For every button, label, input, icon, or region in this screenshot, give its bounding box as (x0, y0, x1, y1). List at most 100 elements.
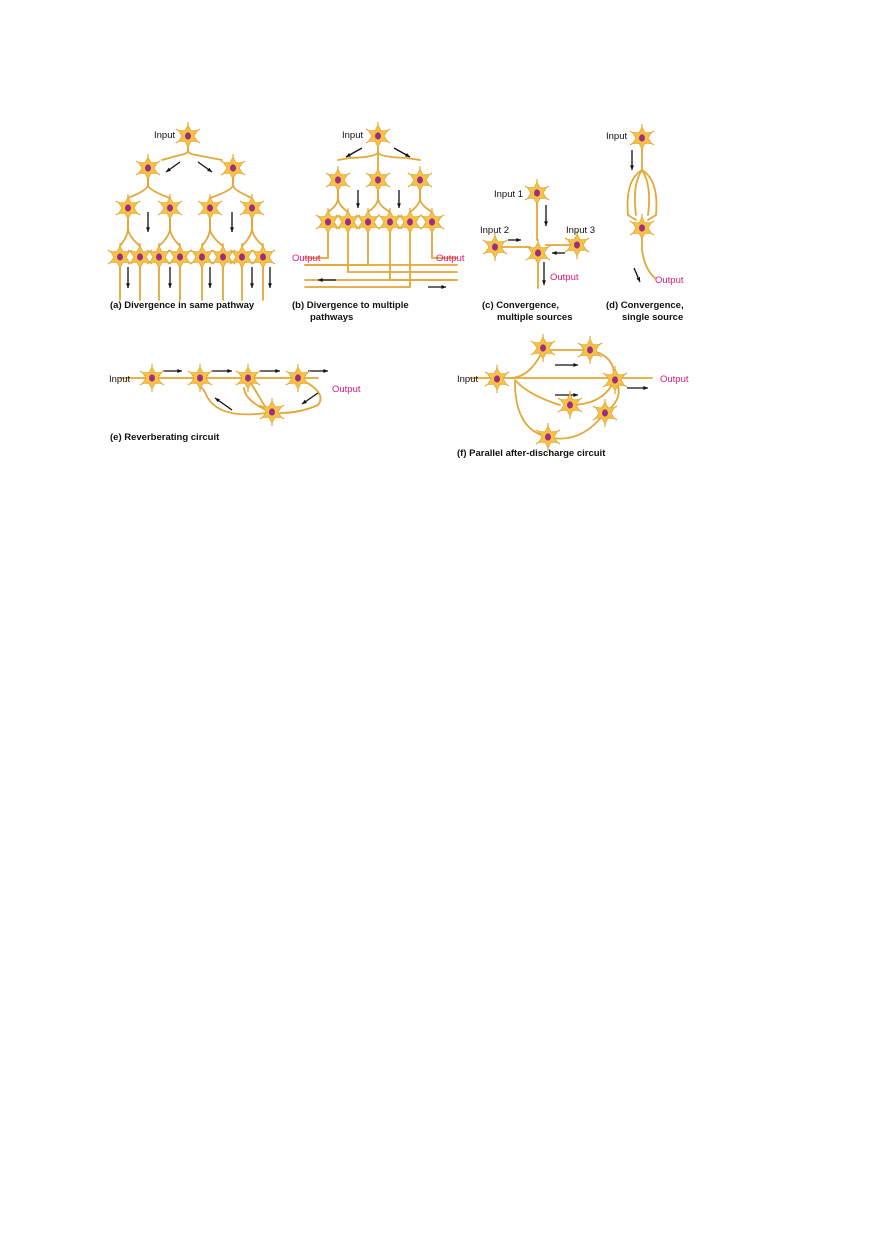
nucleus (125, 204, 131, 212)
neuron (239, 194, 265, 222)
arrow-head (168, 283, 172, 288)
arrow-head (146, 227, 150, 232)
arrow-head (215, 398, 220, 403)
panel-f-output-label: Output (660, 374, 689, 385)
panel-c-caption-line1: (c) Convergence, (482, 300, 559, 311)
arrow-head (405, 153, 410, 157)
axon (251, 207, 264, 247)
axon (347, 221, 458, 273)
neuron (407, 166, 433, 194)
nucleus (220, 253, 226, 261)
neuron (229, 243, 255, 271)
nucleus (417, 176, 423, 184)
neuron (564, 231, 590, 259)
neuron (629, 124, 655, 152)
axon (641, 169, 651, 216)
arrow-head (441, 285, 446, 289)
nucleus (260, 253, 266, 261)
neuron (629, 214, 655, 242)
arrow-head (227, 369, 232, 373)
panel-b-output-right: Output (436, 253, 465, 264)
nucleus (149, 374, 155, 382)
panel-d-input-label: Input (606, 131, 627, 142)
neuron (419, 208, 445, 236)
arrow-head (636, 277, 640, 282)
neuron (197, 194, 223, 222)
nucleus (612, 376, 618, 384)
arrow-head (208, 283, 212, 288)
nucleus (567, 401, 573, 409)
neuron (146, 243, 172, 271)
nucleus (639, 134, 645, 142)
arrow-head (268, 283, 272, 288)
axon (626, 169, 643, 221)
neuron (365, 166, 391, 194)
panel-c-input1-label: Input 1 (494, 189, 523, 200)
nucleus (199, 253, 205, 261)
axon (161, 135, 223, 161)
arrow-head (516, 238, 521, 242)
neuron (602, 366, 628, 394)
panel-e-input-label: Input (109, 374, 130, 385)
axon (419, 179, 433, 213)
axon (279, 377, 322, 414)
neuron (127, 243, 153, 271)
neuron (139, 364, 165, 392)
nucleus (156, 253, 162, 261)
panel-c-input3-label: Input 3 (566, 225, 595, 236)
panel-a-input-label: Input (154, 130, 175, 141)
arrow-head (207, 167, 212, 172)
neuron (250, 243, 276, 271)
neuron (107, 243, 133, 271)
nucleus (335, 176, 341, 184)
nucleus (492, 243, 498, 251)
arrow-head (126, 283, 130, 288)
nucleus (145, 164, 151, 172)
arrow-head (346, 153, 351, 157)
axon (127, 207, 141, 247)
axon-connections (119, 135, 658, 440)
neuron (377, 208, 403, 236)
arrow-head (397, 203, 401, 208)
neuron (315, 208, 341, 236)
neuron (355, 208, 381, 236)
nucleus (207, 204, 213, 212)
axon (514, 379, 561, 406)
arrow-head (250, 283, 254, 288)
nucleus (345, 218, 351, 226)
panel-b-input-label: Input (342, 130, 363, 141)
axon (633, 169, 643, 216)
nucleus (602, 409, 608, 417)
neuron (235, 364, 261, 392)
neuron (189, 243, 215, 271)
nucleus (117, 253, 123, 261)
nucleus (239, 253, 245, 261)
nucleus (407, 218, 413, 226)
panel-c-caption-line2: multiple sources (497, 312, 573, 323)
nucleus (177, 253, 183, 261)
arrow-head (318, 278, 323, 282)
panel-b-caption-line2: pathways (310, 312, 353, 323)
nucleus (545, 433, 551, 441)
nucleus (167, 204, 173, 212)
panel-c-output-label: Output (550, 272, 579, 283)
nucleus (375, 132, 381, 140)
neuron (335, 208, 361, 236)
neuron (285, 364, 311, 392)
arrow-head (302, 399, 307, 404)
axon (304, 221, 411, 288)
nucleus (197, 374, 203, 382)
axon (147, 167, 171, 199)
arrow-head (542, 280, 546, 285)
arrow-head (573, 363, 578, 367)
nucleus (494, 375, 500, 383)
nucleus (587, 346, 593, 354)
neuron (577, 336, 603, 364)
nucleus (639, 224, 645, 232)
panel-e-output-label: Output (332, 384, 361, 395)
nucleus (365, 218, 371, 226)
neuron (210, 243, 236, 271)
arrow-head (356, 203, 360, 208)
neuron (557, 391, 583, 419)
axon (377, 179, 391, 213)
